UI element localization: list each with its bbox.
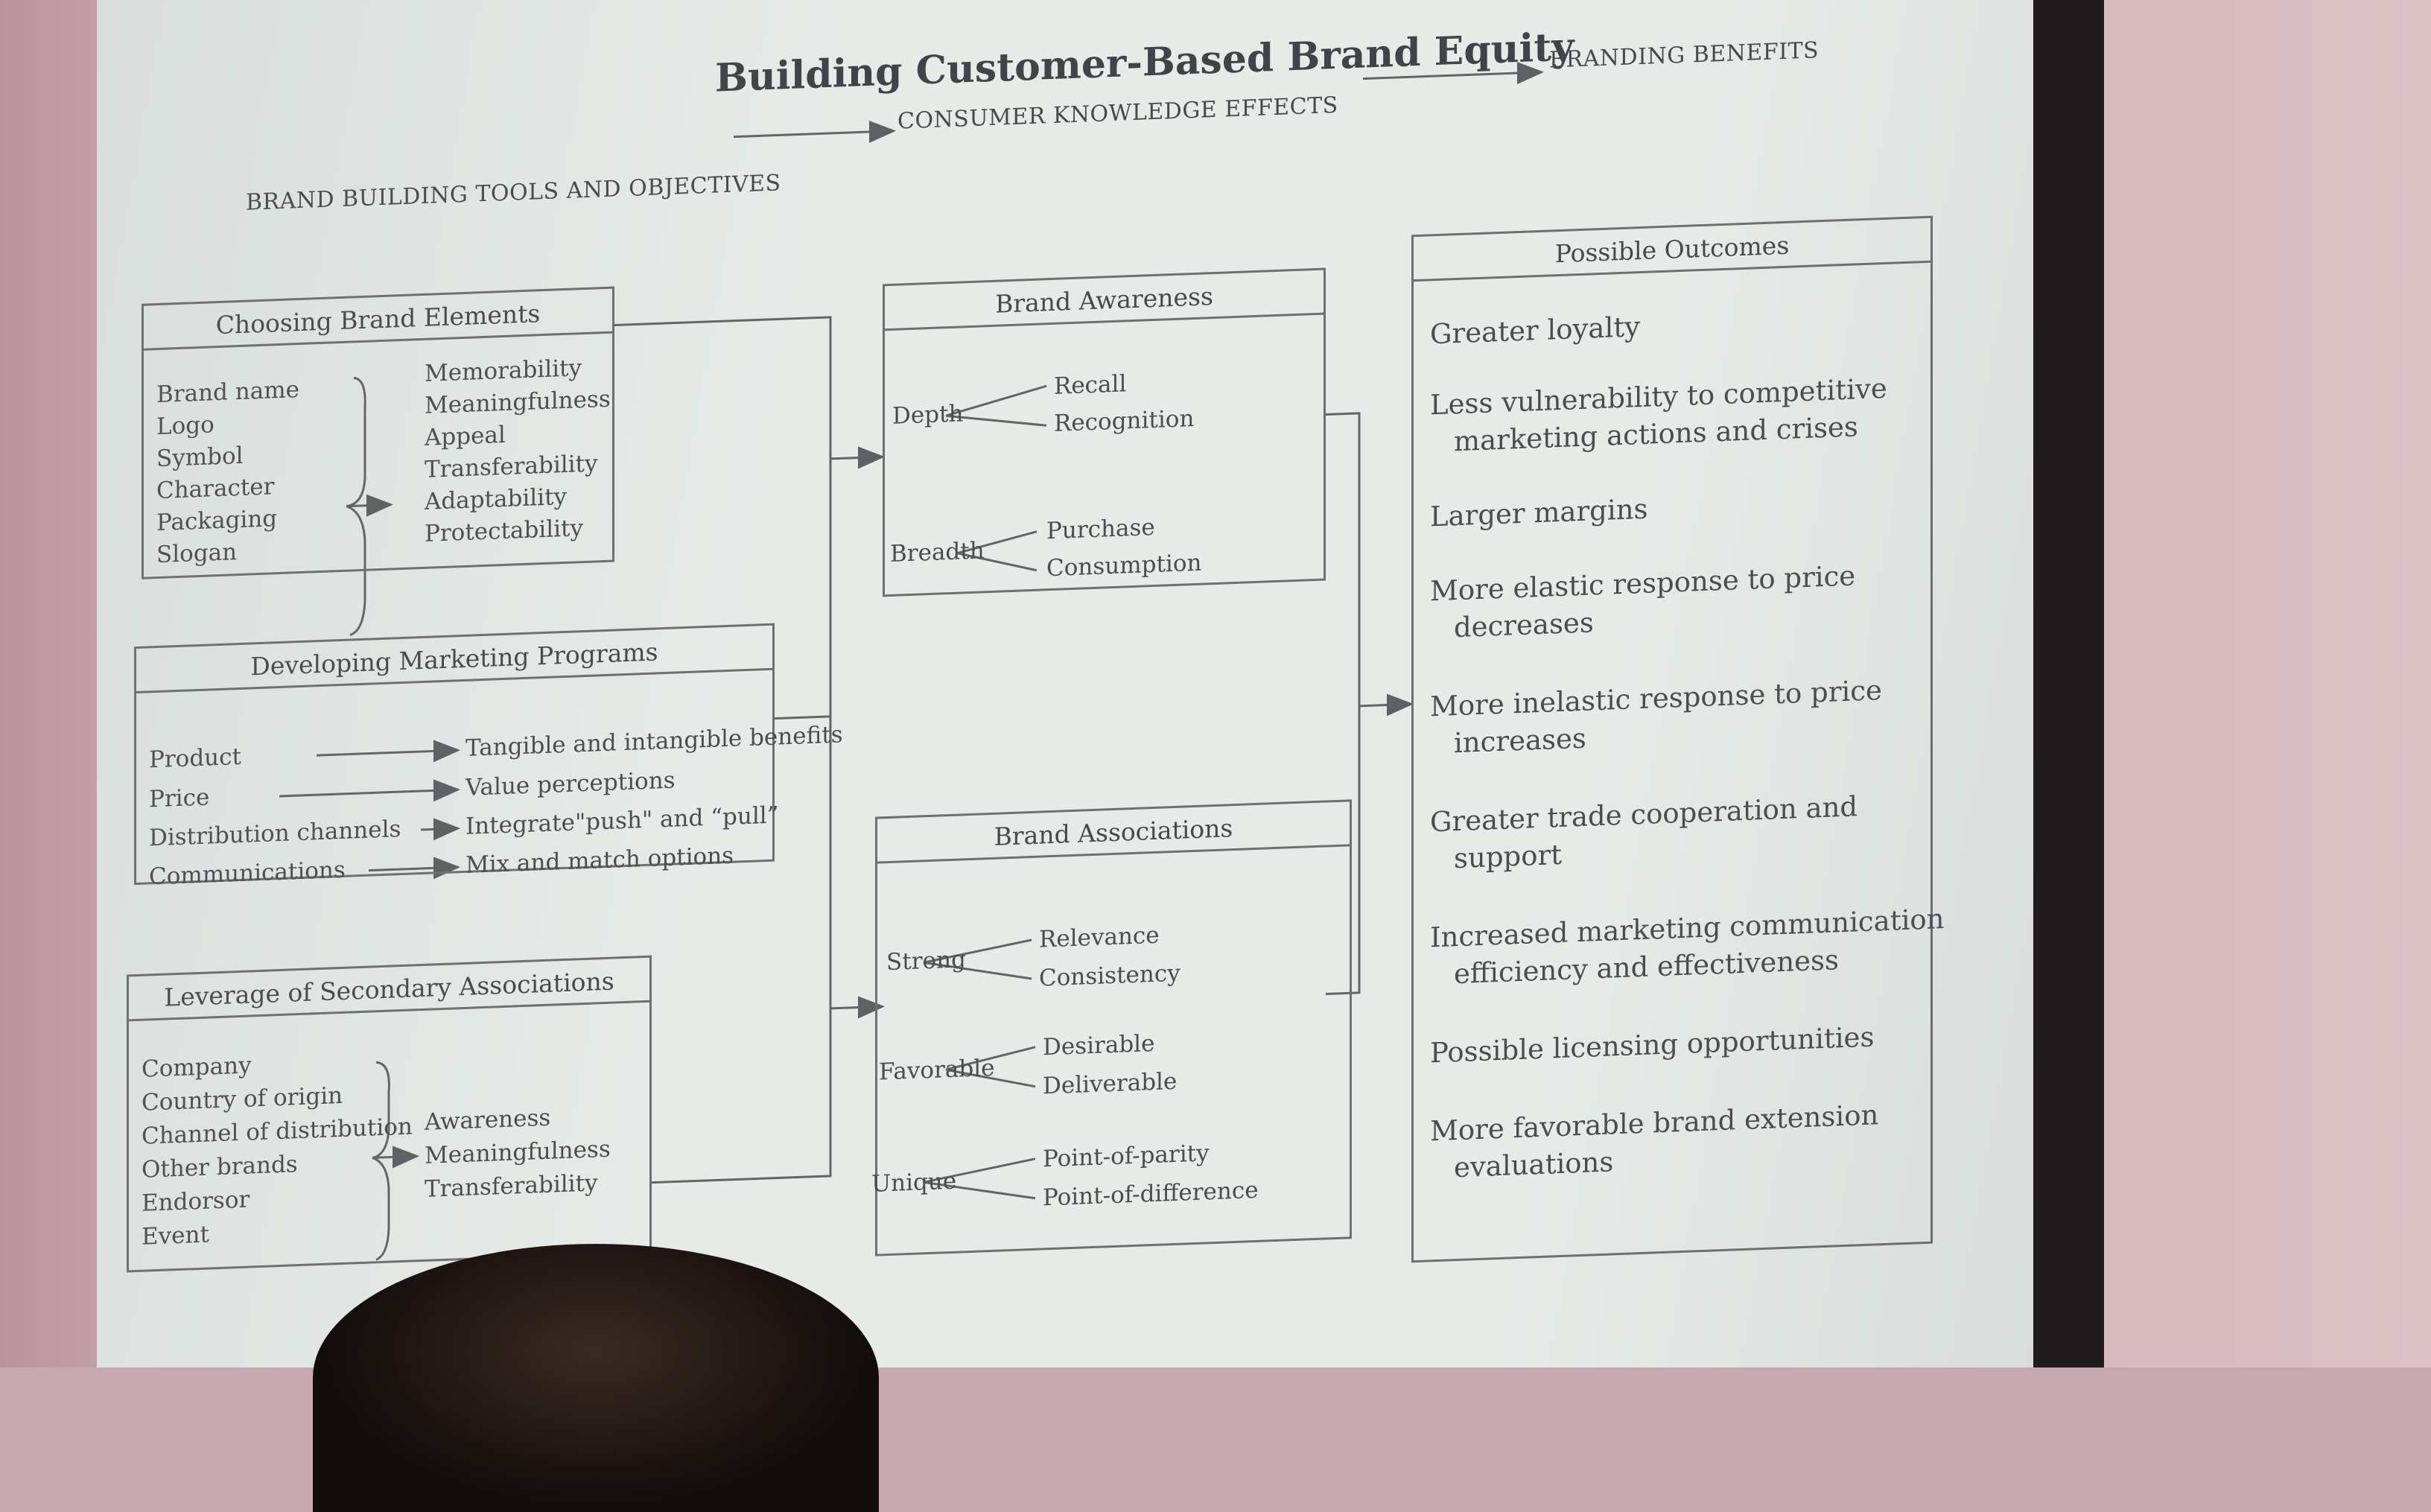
audience-head	[313, 1244, 879, 1512]
secondary-source: Company	[142, 1052, 252, 1082]
secondary-source: Event	[142, 1221, 209, 1250]
awareness-item: Purchase	[1046, 514, 1155, 544]
element-item: Brand name	[156, 376, 299, 408]
marketing-to-bracket	[775, 717, 830, 719]
association-item: Consistency	[1039, 960, 1180, 992]
secondary-source: Other brands	[142, 1151, 298, 1184]
association-item: Deliverable	[1043, 1068, 1177, 1100]
criteria-item: Adaptability	[425, 483, 567, 515]
projection-screen: Building Customer-Based Brand Equity BRA…	[97, 0, 2033, 1368]
awareness-breadth-label: Breadth	[890, 537, 985, 568]
marketing-label: Price	[149, 784, 209, 813]
outcome-line: Greater loyalty	[1430, 308, 1640, 353]
slide: Building Customer-Based Brand Equity BRA…	[97, 0, 2033, 1368]
secondary-source: Endorsor	[142, 1186, 250, 1216]
arrow-to-outcomes	[1359, 704, 1411, 706]
element-item: Slogan	[156, 539, 237, 568]
awareness-item: Consumption	[1046, 550, 1201, 582]
arrow-to-awareness	[830, 457, 883, 459]
element-item: Symbol	[156, 442, 244, 472]
screen-bezel-right	[2022, 0, 2104, 1368]
association-item: Relevance	[1039, 922, 1160, 953]
marketing-label: Product	[149, 743, 241, 774]
association-group-label: Favorable	[879, 1055, 994, 1086]
outcome-item: Greater loyalty	[1430, 308, 1640, 353]
element-item: Character	[156, 473, 274, 504]
association-item: Desirable	[1043, 1030, 1154, 1061]
awareness-item: Recognition	[1054, 405, 1194, 437]
stage-arrow-1	[734, 131, 894, 137]
element-item: Logo	[156, 411, 214, 440]
outcome-item: More elastic response to price decreases	[1430, 557, 1855, 647]
awareness-item: Recall	[1054, 370, 1126, 400]
stage-arrow-2	[1363, 72, 1542, 79]
element-item: Packaging	[156, 505, 277, 536]
outcome-item: Greater trade cooperation and support	[1430, 788, 1858, 878]
criteria-item: Appeal	[425, 422, 506, 451]
awareness-depth-label: Depth	[892, 400, 963, 430]
secondary-criteria: Awareness	[425, 1105, 550, 1136]
association-group-label: Strong	[886, 946, 966, 976]
association-group-label: Unique	[871, 1168, 956, 1198]
